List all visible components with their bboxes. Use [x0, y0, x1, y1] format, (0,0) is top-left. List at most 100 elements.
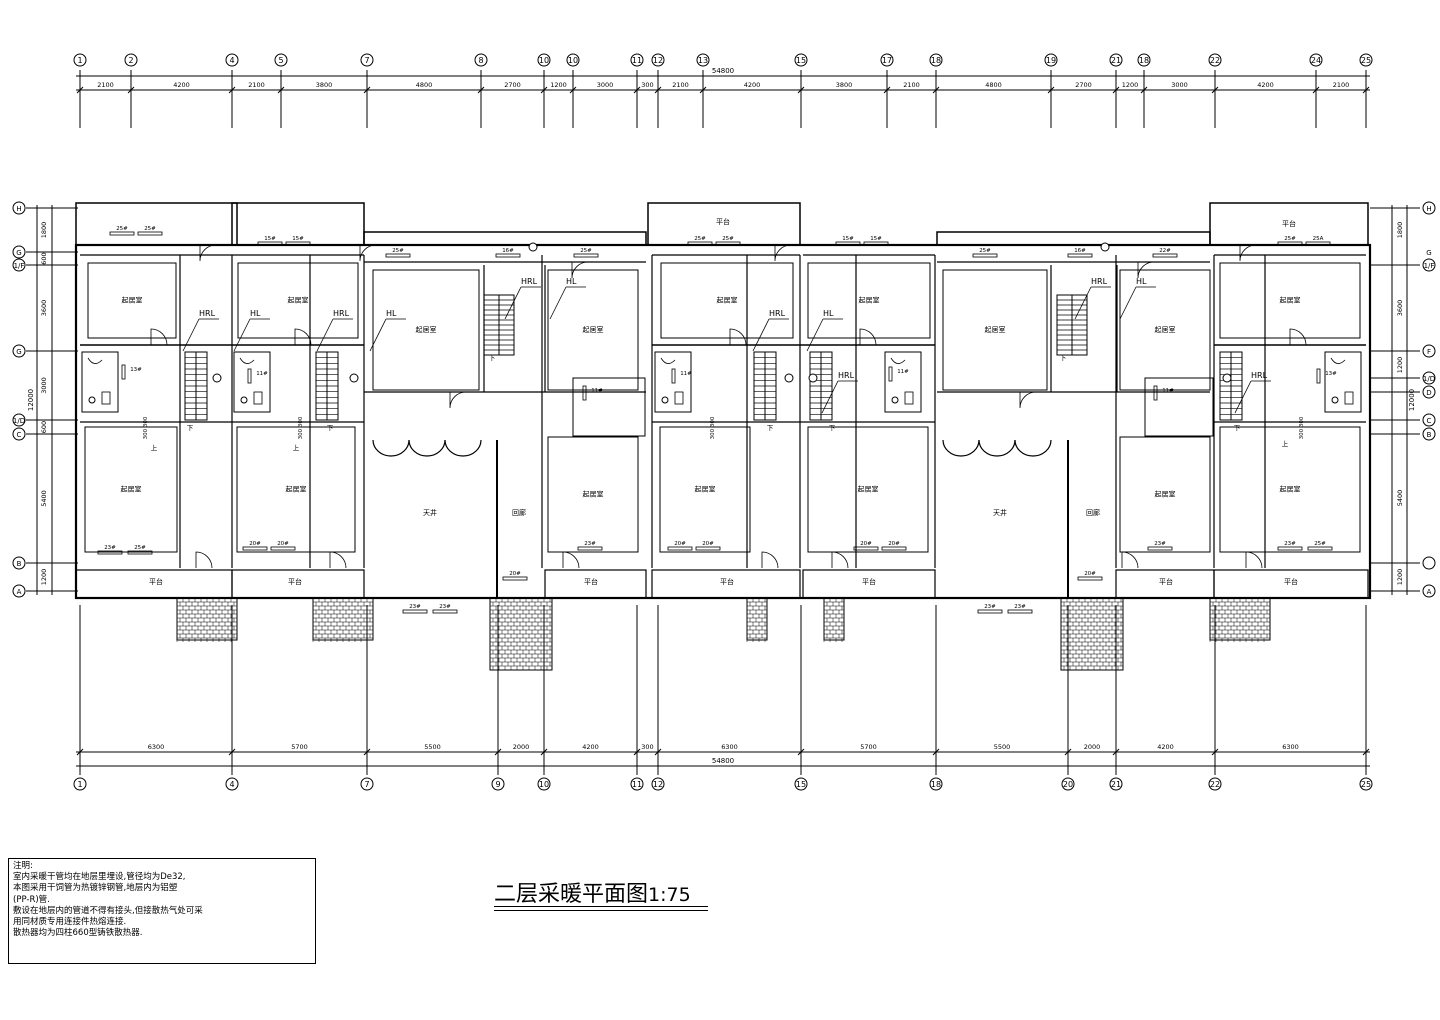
top-axis-bubble	[1109, 53, 1123, 67]
right-axis-label: 1/F	[1424, 262, 1435, 270]
bathroom-outline	[233, 351, 271, 413]
door-swing	[1289, 328, 1307, 346]
bottom-axis-label: 7	[364, 780, 369, 789]
radiator-symbol	[432, 609, 458, 614]
top-axis-bubble	[537, 53, 551, 67]
pipe-label: HRL	[1091, 277, 1108, 286]
radiator-label: 23#	[104, 545, 116, 551]
living-room-outline	[807, 426, 929, 553]
dim-tick	[127, 86, 135, 94]
living-room-outline	[1119, 269, 1211, 391]
top-axis-label: 10	[539, 56, 549, 65]
radiator-symbol	[1305, 241, 1331, 246]
platform-label: 平台	[1284, 577, 1298, 586]
bottom-axis-bubble	[651, 777, 665, 791]
left-axis-label: H	[16, 205, 21, 213]
dim-tick	[363, 86, 371, 94]
radiator-symbol	[582, 385, 587, 401]
pipe-leader	[1119, 286, 1137, 320]
left-axis-bubble	[12, 201, 26, 215]
pipe-leader	[182, 318, 200, 352]
living-room-label: 起居室	[122, 296, 143, 305]
top-axis-bubble	[1044, 53, 1058, 67]
dim-tick	[883, 86, 891, 94]
riser-pipe	[1222, 373, 1232, 383]
pipe-label: HL	[250, 309, 261, 318]
left-axis-bubble	[12, 556, 26, 570]
note-line: 敷设在地层内的管道不得有接头,但接散热气处可采	[13, 905, 203, 916]
dim-tick	[797, 86, 805, 94]
top-dimension-value: 3000	[597, 81, 614, 89]
left-dimension-value: 3600	[40, 300, 48, 317]
platform-label: 平台	[720, 577, 734, 586]
platform-bottom	[651, 569, 801, 599]
top-dimension-value: 1200	[1122, 81, 1139, 89]
top-dimension-value: 1200	[550, 81, 567, 89]
radiator-symbol	[109, 231, 135, 236]
dim-tick	[1112, 86, 1120, 94]
radiator-symbol	[715, 241, 741, 246]
top-axis-label: 18	[931, 56, 941, 65]
top-dimension-value: 4800	[985, 81, 1002, 89]
radiator-symbol	[242, 546, 268, 551]
dim-tick	[277, 86, 285, 94]
radiator-label: 20#	[888, 541, 900, 547]
radiator-symbol	[1277, 241, 1303, 246]
toilet-fixture	[240, 396, 248, 404]
bottom-axis-bubble	[794, 777, 808, 791]
pipe-label: HRL	[521, 277, 538, 286]
top-axis-label: 4	[229, 56, 234, 65]
title-underline	[494, 906, 708, 907]
left-axis-bubble	[12, 245, 26, 259]
left-axis-bubble	[12, 427, 26, 441]
dim-tick	[654, 86, 662, 94]
top-axis-bubble	[124, 53, 138, 67]
left-total-dimension: 12000	[27, 389, 35, 411]
bottom-dimension-value: 2000	[513, 743, 530, 751]
top-axis-label: 24	[1311, 56, 1321, 65]
riser-spacing-label: 300 300	[298, 416, 304, 439]
dim-tick	[569, 86, 577, 94]
bottom-dimension-value: 6300	[1282, 743, 1299, 751]
radiator-label: 20#	[860, 541, 872, 547]
top-dimension-value: 2100	[672, 81, 689, 89]
pipe-leader	[369, 318, 387, 352]
drawing-title-text: 二层采暖平面图	[494, 882, 649, 907]
top-dimension-value: 2700	[504, 81, 521, 89]
bottom-axis-bubble	[1061, 777, 1075, 791]
top-axis-bubble	[1137, 53, 1151, 67]
door-swing	[1019, 391, 1037, 409]
sink-fixture	[253, 391, 263, 405]
radiator-label: 20#	[1084, 571, 1096, 577]
corridor-label: 回廊	[512, 508, 526, 517]
dim-tick	[932, 748, 940, 756]
top-dimension-value: 2100	[248, 81, 265, 89]
radiator-symbol	[972, 253, 998, 258]
bottom-axis-bubble	[491, 777, 505, 791]
bottom-axis-bubble	[1208, 777, 1222, 791]
door-swing	[660, 357, 676, 364]
top-axis-label: 21	[1111, 56, 1121, 65]
radiator-symbol	[667, 546, 693, 551]
radiator-label: 13#	[130, 367, 142, 373]
radiator-label: 15#	[842, 236, 854, 242]
radiator-symbol	[1147, 546, 1173, 551]
living-room-outline	[660, 262, 794, 339]
sink-fixture	[101, 391, 111, 405]
radiator-label: 11#	[897, 369, 909, 375]
radiator-label: 11#	[680, 371, 692, 377]
right-total-dimension: 12000	[1408, 389, 1416, 411]
bottom-axis-label: 9	[495, 780, 500, 789]
top-axis-label: 17	[882, 56, 892, 65]
radiator-symbol	[835, 241, 861, 246]
riser-pipe	[784, 373, 794, 383]
radiator-symbol	[257, 241, 283, 246]
top-axis-label: 5	[278, 56, 283, 65]
living-room-label: 起居室	[1280, 296, 1301, 305]
living-room-outline	[237, 262, 359, 339]
top-axis-label: 7	[364, 56, 369, 65]
door-swing	[1245, 551, 1263, 569]
left-axis-label: A	[17, 588, 22, 596]
bottom-axis-bubble	[929, 777, 943, 791]
